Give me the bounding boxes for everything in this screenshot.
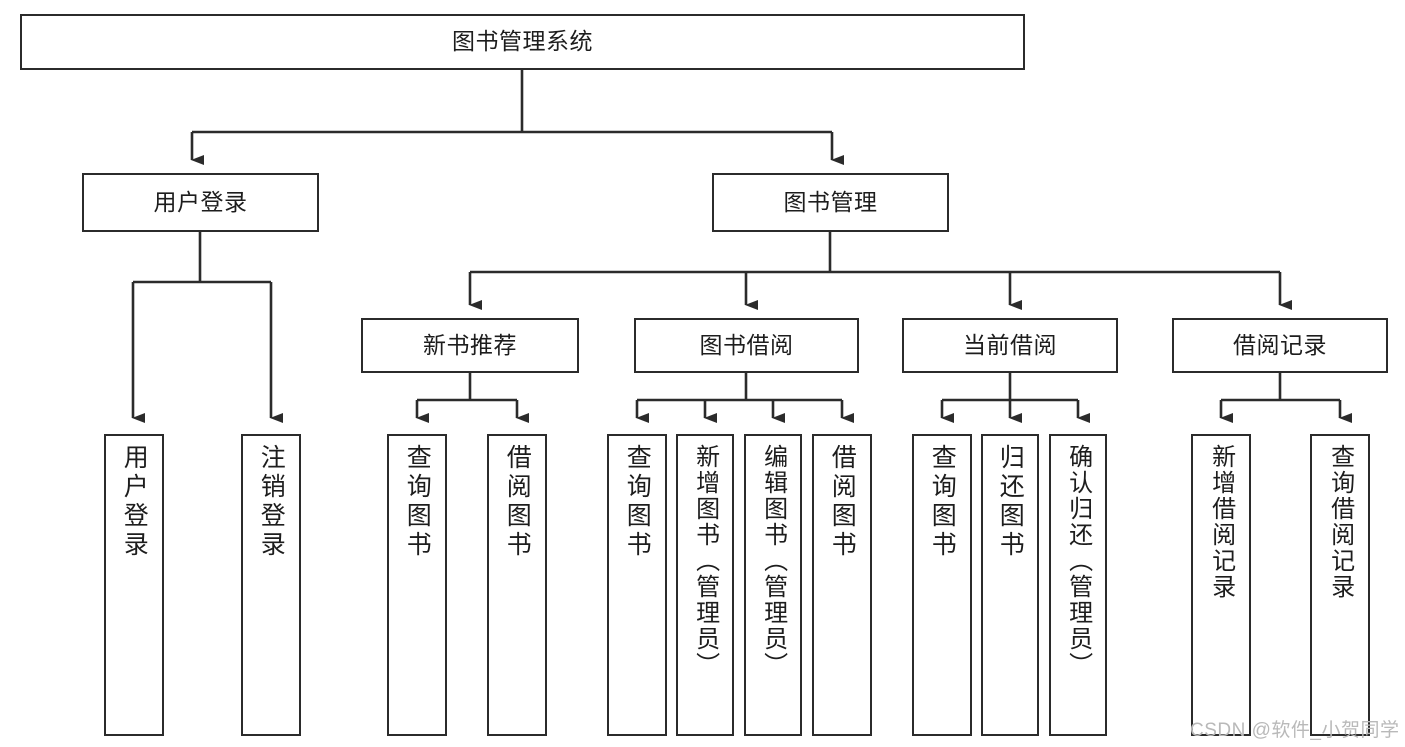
- leaf-query-book-3-label: 查询图书: [928, 444, 957, 560]
- node-current-borrow[interactable]: 当前借阅: [902, 318, 1118, 373]
- node-book-borrow-label: 图书借阅: [699, 331, 794, 358]
- node-book-borrow[interactable]: 图书借阅: [634, 318, 859, 373]
- leaf-borrow-book-1-label: 借阅图书: [503, 444, 532, 560]
- csdn-watermark: CSDN @软件_小贺同学: [1190, 720, 1400, 741]
- node-root-label: 图书管理系统: [452, 28, 593, 55]
- leaf-borrow-book-2[interactable]: 借阅图书: [812, 434, 872, 736]
- leaf-return-book[interactable]: 归还图书: [981, 434, 1039, 736]
- leaf-user-login[interactable]: 用户登录: [104, 434, 164, 736]
- leaf-edit-book-admin-label: 编辑图书（管理员）: [759, 444, 787, 678]
- leaf-query-book-3[interactable]: 查询图书: [912, 434, 972, 736]
- leaf-query-book-2-label: 查询图书: [623, 444, 652, 560]
- node-new-book-recommend[interactable]: 新书推荐: [361, 318, 579, 373]
- leaf-add-borrow-record[interactable]: 新增借阅记录: [1191, 434, 1251, 736]
- leaf-borrow-book-1[interactable]: 借阅图书: [487, 434, 547, 736]
- leaf-query-borrow-record-label: 查询借阅记录: [1326, 444, 1354, 600]
- node-root[interactable]: 图书管理系统: [20, 14, 1025, 70]
- node-new-book-recommend-label: 新书推荐: [423, 331, 517, 358]
- leaf-add-borrow-record-label: 新增借阅记录: [1207, 444, 1235, 600]
- node-book-manage-label: 图书管理: [783, 188, 878, 215]
- node-borrow-record-label: 借阅记录: [1233, 331, 1327, 358]
- leaf-logout-login[interactable]: 注销登录: [241, 434, 301, 736]
- leaf-return-book-label: 归还图书: [996, 444, 1025, 560]
- leaf-confirm-return-admin-label: 确认归还（管理员）: [1064, 444, 1092, 678]
- leaf-query-book-1-label: 查询图书: [403, 444, 432, 560]
- leaf-query-book-2[interactable]: 查询图书: [607, 434, 667, 736]
- leaf-logout-login-label: 注销登录: [257, 444, 286, 560]
- node-user-login[interactable]: 用户登录: [82, 173, 319, 232]
- leaf-borrow-book-2-label: 借阅图书: [828, 444, 857, 560]
- leaf-query-borrow-record[interactable]: 查询借阅记录: [1310, 434, 1370, 736]
- node-book-manage[interactable]: 图书管理: [712, 173, 949, 232]
- leaf-edit-book-admin[interactable]: 编辑图书（管理员）: [744, 434, 802, 736]
- leaf-user-login-label: 用户登录: [120, 444, 149, 560]
- leaf-confirm-return-admin[interactable]: 确认归还（管理员）: [1049, 434, 1107, 736]
- node-current-borrow-label: 当前借阅: [963, 331, 1057, 358]
- leaf-add-book-admin-label: 新增图书（管理员）: [691, 444, 719, 678]
- node-user-login-label: 用户登录: [153, 188, 248, 215]
- leaf-add-book-admin[interactable]: 新增图书（管理员）: [676, 434, 734, 736]
- leaf-query-book-1[interactable]: 查询图书: [387, 434, 447, 736]
- node-borrow-record[interactable]: 借阅记录: [1172, 318, 1388, 373]
